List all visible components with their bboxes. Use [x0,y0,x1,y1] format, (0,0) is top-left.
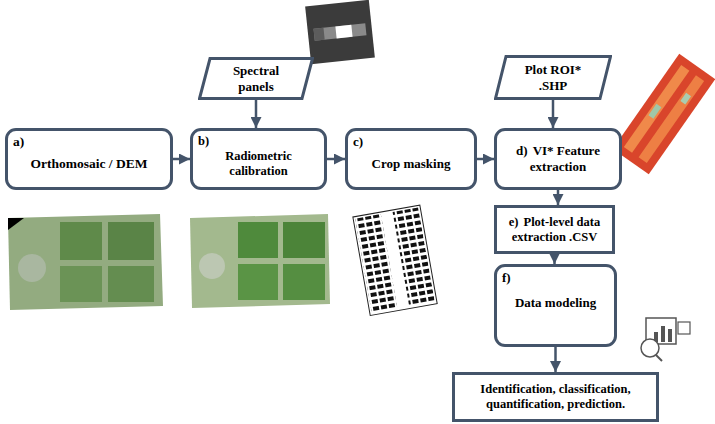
icon-box [678,322,690,334]
flow-arrow [255,100,258,128]
process-box: Identification, classification, quantifi… [452,372,659,422]
step-text: Data modeling [515,295,596,311]
step-text: Spectral panels [233,63,279,94]
process-box: Data modelingf) [494,264,617,347]
flow-arrow [552,100,555,128]
node-content: Radiometric calibration [193,131,324,187]
map-spot [648,104,661,119]
panel-white [335,25,352,39]
panel-background [305,0,375,64]
node-content: Spectral panels [198,57,314,100]
photo-ground [190,214,330,308]
field-photo [8,214,163,310]
step-text: Radiometric calibration [199,149,318,179]
photo-ground [8,214,163,310]
icon-lens [641,339,659,357]
step-letter: b) [198,134,209,149]
text-group: Plot ROI* .SHP [518,62,588,93]
flow-arrow [554,347,557,372]
step-text: Crop masking [372,156,451,172]
process-box: Radiometric calibrationb) [190,128,327,190]
vi-map [613,54,715,174]
flow-arrow [557,190,560,205]
step-letter: a) [13,134,24,150]
icon-bar [668,329,672,342]
node-content: Orthomosaic / DEM [8,131,170,187]
flow-arrow [327,158,345,161]
spectral-panel-image [305,0,375,64]
node-content: Identification, classification, quantifi… [455,375,656,419]
node-content: Data modeling [497,267,614,344]
input-parallelogram: Plot ROI* .SHP [494,55,612,100]
node-content: d)VI* Feature extraction [497,131,619,187]
step-letter: e) [509,215,519,229]
panel-dark [314,28,325,41]
modeling-icon [641,318,690,361]
plot-patch [283,222,325,258]
text-group: d)VI* Feature extraction [503,143,613,174]
step-letter: f) [502,270,511,286]
icon-bar [661,326,665,342]
plot-patch [108,266,154,302]
plot-patch [238,264,278,300]
parallelogram-shape [496,57,611,99]
process-box: e)Plot-level data extraction .CSV [494,205,615,254]
step-text: Orthomosaic / DEM [31,156,148,172]
flow-arrow [553,254,556,264]
photo-corner [8,218,24,230]
node-content: e)Plot-level data extraction .CSV [497,208,612,251]
calibrated-photo [190,214,330,308]
step-letter: c) [353,134,363,150]
photo-spot [18,254,46,282]
mask-outline [353,205,437,315]
node-content: Crop masking [348,131,474,187]
map-field [613,54,715,174]
process-box: Crop masking c) [345,128,477,190]
step-text: Identification, classification, quantifi… [480,382,630,411]
parallelogram-shape [200,59,313,99]
text-group: Spectral panels [221,63,291,94]
input-parallelogram: Spectral panels [198,57,314,100]
map-row [639,75,705,163]
panel-strip [314,23,367,40]
flow-arrow [477,158,494,161]
node-content: Plot ROI* .SHP [494,55,612,100]
text-group: Identification, classification, quantifi… [461,382,650,412]
photo-spot [199,253,225,279]
process-box: Orthomosaic / DEM a) [5,128,173,190]
icon-handle [656,355,662,361]
text-group: e)Plot-level data extraction .CSV [503,215,606,245]
plot-patch [283,264,325,300]
plot-patch [108,222,154,260]
step-text: Plot ROI* .SHP [525,62,582,93]
step-text: Plot-level data extraction .CSV [512,215,600,244]
crop-mask [353,205,437,315]
step-text: VI* Feature extraction [530,143,600,174]
step-letter: d) [516,143,528,158]
map-spot [680,93,691,105]
plot-patch [238,222,278,258]
plot-patch [60,266,102,302]
plot-patch [60,222,102,260]
process-box: d)VI* Feature extraction [494,128,622,190]
flow-arrow [173,158,190,161]
